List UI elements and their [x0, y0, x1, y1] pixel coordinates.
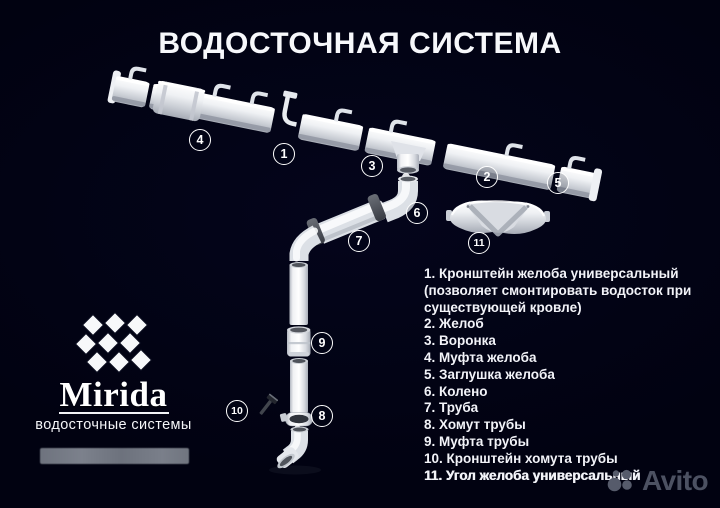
- brand-tagline: водосточные системы: [35, 417, 192, 433]
- redacted-blur-bar: [40, 448, 189, 464]
- legend-line: 8. Хомут трубы: [424, 417, 526, 433]
- callout-1: 1: [273, 143, 295, 165]
- callout-5: 5: [547, 172, 569, 194]
- legend-line: 7. Труба: [424, 400, 479, 416]
- funnel-outlet: [391, 141, 426, 174]
- brand-diamond-pattern-icon: [74, 311, 153, 374]
- legend-line: 4. Муфта желоба: [424, 349, 537, 365]
- legend-line: (позволяет смонтировать водосток при: [424, 282, 692, 298]
- pipe-clamp: [279, 412, 313, 427]
- avito-watermark: Avito: [607, 463, 709, 499]
- legend-line: 11. Угол желоба универсальный: [424, 467, 641, 483]
- callout-6: 6: [406, 202, 428, 224]
- pipe-bracket-screw: [259, 393, 279, 415]
- callout-10: 10: [226, 400, 248, 422]
- legend-line: существующей кровле): [424, 299, 582, 315]
- elbow: [378, 173, 418, 223]
- poster-title: ВОДОСТОЧНАЯ СИСТЕМА: [158, 27, 562, 60]
- callout-9: 9: [311, 332, 333, 354]
- gutter-coupling: [152, 80, 206, 122]
- callout-7: 7: [348, 230, 370, 252]
- legend-line: 6. Колено: [424, 383, 488, 399]
- legend-line: 10. Кронштейн хомута трубы: [424, 450, 618, 466]
- callout-8: 8: [311, 405, 333, 427]
- outlet-elbow: [269, 425, 321, 475]
- avito-wordmark: Avito: [642, 465, 709, 496]
- legend-line: 1. Кронштейн желоба универсальный: [424, 266, 679, 281]
- callout-4: 4: [189, 129, 211, 151]
- gutter-bracket: [282, 90, 298, 127]
- gutter-run: [107, 66, 603, 202]
- legend-line: 9. Муфта трубы: [424, 433, 530, 449]
- brand-underline: [58, 412, 169, 414]
- diagonal-pipe: [306, 194, 386, 246]
- downpipe-lower: [290, 358, 308, 413]
- callout-2: 2: [476, 166, 498, 188]
- legend-line: 2. Желоб: [424, 316, 484, 332]
- brand-name: Mirida: [59, 375, 168, 414]
- legend: 1. Кронштейн желоба универсальный(позвол…: [424, 266, 720, 484]
- legend-line: 3. Воронка: [424, 333, 496, 349]
- brand-logo: Mirida водосточные системы: [20, 375, 207, 433]
- gutter-corner: [446, 200, 550, 237]
- downpipe: [289, 262, 308, 325]
- pipe-coupling: [287, 326, 311, 357]
- legend-line: 5. Заглушка желоба: [424, 366, 555, 382]
- callout-3: 3: [361, 155, 383, 177]
- avito-logo-icon: [607, 469, 632, 491]
- callout-11: 11: [468, 232, 490, 254]
- lower-elbow: [289, 225, 322, 264]
